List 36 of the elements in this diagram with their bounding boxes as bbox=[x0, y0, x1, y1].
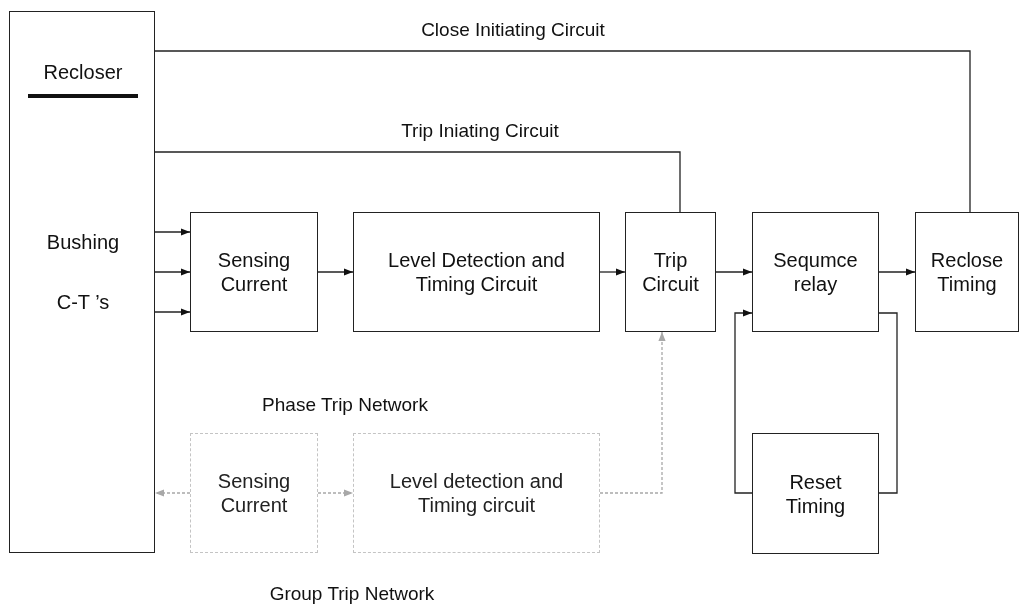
box-label: Reclose Timing bbox=[929, 248, 1005, 296]
process-box bbox=[625, 212, 716, 332]
panel-heading: Recloser bbox=[28, 60, 138, 98]
section-label: Phase Trip Network bbox=[262, 394, 428, 416]
process-box bbox=[353, 433, 600, 553]
box-label: Sensing Current bbox=[216, 248, 292, 296]
arrow bbox=[734, 309, 753, 494]
box-label: Sensing Current bbox=[216, 469, 292, 517]
box-label: Trip Circuit bbox=[641, 248, 700, 296]
recloser-panel bbox=[9, 11, 155, 553]
box-label: Level Detection and Timing Circuit bbox=[387, 248, 566, 296]
arrow bbox=[154, 268, 191, 276]
section-label: Group Trip Network bbox=[269, 583, 435, 605]
process-box bbox=[915, 212, 1019, 332]
box-label: Bushing bbox=[45, 230, 121, 254]
box-label: Reset Timing bbox=[784, 469, 847, 518]
arrow bbox=[154, 228, 191, 236]
arrow bbox=[715, 268, 753, 276]
box-label: Level detection and Timing circuit bbox=[388, 469, 565, 517]
process-box bbox=[353, 212, 600, 332]
connector-line bbox=[878, 312, 898, 494]
arrow bbox=[317, 268, 354, 276]
process-box bbox=[190, 212, 318, 332]
connector-line bbox=[154, 50, 971, 213]
arrow bbox=[599, 268, 626, 276]
arrow bbox=[317, 489, 354, 497]
process-box bbox=[752, 433, 879, 554]
arrow bbox=[599, 331, 666, 494]
box-label: C-T ’s bbox=[55, 290, 111, 314]
arrow bbox=[878, 268, 916, 276]
arrow bbox=[154, 308, 191, 316]
process-box bbox=[752, 212, 879, 332]
box-label: Sequmce relay bbox=[772, 248, 859, 296]
connector-line bbox=[154, 151, 681, 213]
process-box bbox=[190, 433, 318, 553]
arrow bbox=[154, 489, 191, 497]
